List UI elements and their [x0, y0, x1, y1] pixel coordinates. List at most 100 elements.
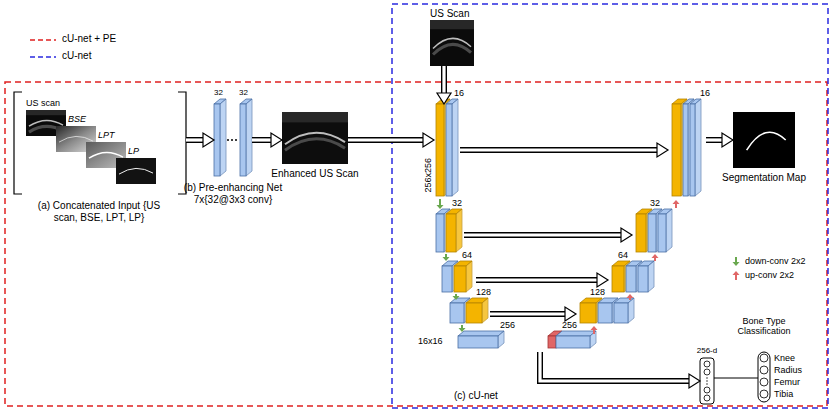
node-label: Enhanced US Scan: [270, 168, 360, 180]
arrow-outline: [348, 137, 426, 143]
input-group: (a) Concatenated Input {US scan, BSE, LP…: [12, 92, 186, 194]
block-front: [458, 336, 498, 348]
dimension-label: 64: [618, 250, 628, 260]
connector: [252, 133, 282, 147]
feature-block: [446, 99, 458, 196]
feature-block: [690, 99, 701, 196]
us-scan-image: US Scan: [430, 8, 474, 66]
input-image: US scan: [26, 98, 66, 136]
block-front: [450, 303, 464, 323]
scan-image: [282, 112, 348, 164]
feature-block: [672, 99, 687, 196]
block-side: [498, 331, 504, 348]
legend-text: cU-net + PE: [62, 33, 116, 45]
legend-text: cU-net: [62, 50, 91, 62]
node-label: (a) Concatenated Input {US scan, BSE, LP…: [29, 200, 169, 223]
text-holder: US scan: [26, 98, 60, 108]
block-front: [598, 303, 612, 323]
label-holder: 64: [462, 250, 472, 260]
arrow-head: [621, 228, 632, 242]
skip-arrow: [464, 228, 632, 242]
feature-block: [658, 209, 672, 252]
block-side: [456, 209, 462, 252]
dimension-label: 256x256: [423, 155, 433, 195]
cu-net: (c) cU-net: [434, 104, 706, 352]
conv-arrow-head: [733, 262, 740, 266]
block-side: [688, 99, 694, 196]
feature-block: [638, 261, 654, 292]
legend-sample: [733, 271, 740, 280]
image-echo: [433, 44, 471, 54]
legend-item: up-conv 2x2: [745, 270, 794, 280]
conv-arrow-head: [437, 205, 444, 209]
node-label: 256-d: [694, 346, 720, 355]
bone-echo: [59, 136, 93, 142]
arrow-head: [597, 273, 608, 287]
block-front: [690, 104, 695, 196]
label-holder: 128: [590, 287, 605, 297]
arrow-inner: [348, 138, 426, 141]
legend-item: down-conv 2x2: [745, 256, 806, 266]
node-label: US Scan: [430, 8, 469, 20]
vector-outline: [700, 358, 714, 404]
unit-circle: [760, 390, 768, 398]
node-label: Bone Type Classification: [724, 316, 804, 337]
block-front: [454, 266, 466, 292]
bracket: [178, 92, 186, 194]
block-front: [636, 214, 646, 252]
text-holder: US Scan: [430, 8, 469, 20]
connector: [437, 66, 451, 104]
arrow-head: [203, 133, 214, 147]
text-holder: Radius: [774, 365, 802, 375]
enhanced-image: Enhanced US Scan: [282, 112, 348, 164]
connector: [186, 133, 214, 147]
label-holder: 128: [476, 287, 491, 297]
label-holder: 256: [562, 320, 577, 330]
connector: [540, 352, 700, 388]
dimension-label: 64: [462, 250, 472, 260]
text-holder: (c) cU-net: [454, 390, 498, 402]
dimension-label: 16: [700, 88, 710, 98]
segmentation-map: Segmentation Map: [733, 112, 795, 168]
conv-slab: [240, 99, 252, 176]
label-holder: 16: [700, 88, 710, 98]
conv-arrow-head: [443, 257, 450, 261]
label-holder: 256: [500, 320, 515, 330]
block-side: [648, 261, 654, 292]
arrow-inner: [540, 352, 692, 381]
block-side: [695, 99, 701, 196]
arrow-inner: [476, 278, 600, 281]
image-band: [430, 20, 474, 29]
cu-net-region: [392, 4, 828, 408]
node-text: Knee: [774, 353, 795, 363]
label-holder: 64: [618, 250, 628, 260]
text-holder: BSE: [68, 114, 86, 124]
text-holder: 256-d: [694, 346, 720, 355]
conv-arrow-line: [439, 199, 441, 206]
bone-mask: [747, 132, 786, 150]
block-front: [614, 303, 628, 323]
unit-circle: [704, 369, 710, 375]
block-front: [466, 303, 482, 323]
arrow-head: [437, 93, 451, 104]
unit-circle: [760, 354, 768, 362]
ellipsis-dot: [706, 383, 707, 384]
arrow-inner: [490, 312, 568, 315]
skip-arrow: [490, 307, 576, 321]
text-holder: Bone Type Classification: [724, 316, 804, 337]
block-side: [466, 261, 472, 292]
unit-circle: [760, 378, 768, 386]
label-holder: 32: [452, 198, 462, 208]
skip-connections: [460, 143, 668, 321]
arrow-outline: [460, 147, 660, 153]
conv-arrow-head: [673, 200, 680, 204]
arrow-outline: [540, 352, 692, 381]
block-front: [442, 266, 452, 292]
block-top: [458, 331, 504, 336]
scan-image: [733, 112, 795, 168]
block-front: [683, 104, 688, 196]
block-front: [672, 104, 681, 196]
label-holder: 16: [454, 88, 464, 98]
dimension-label: 16: [454, 88, 464, 98]
